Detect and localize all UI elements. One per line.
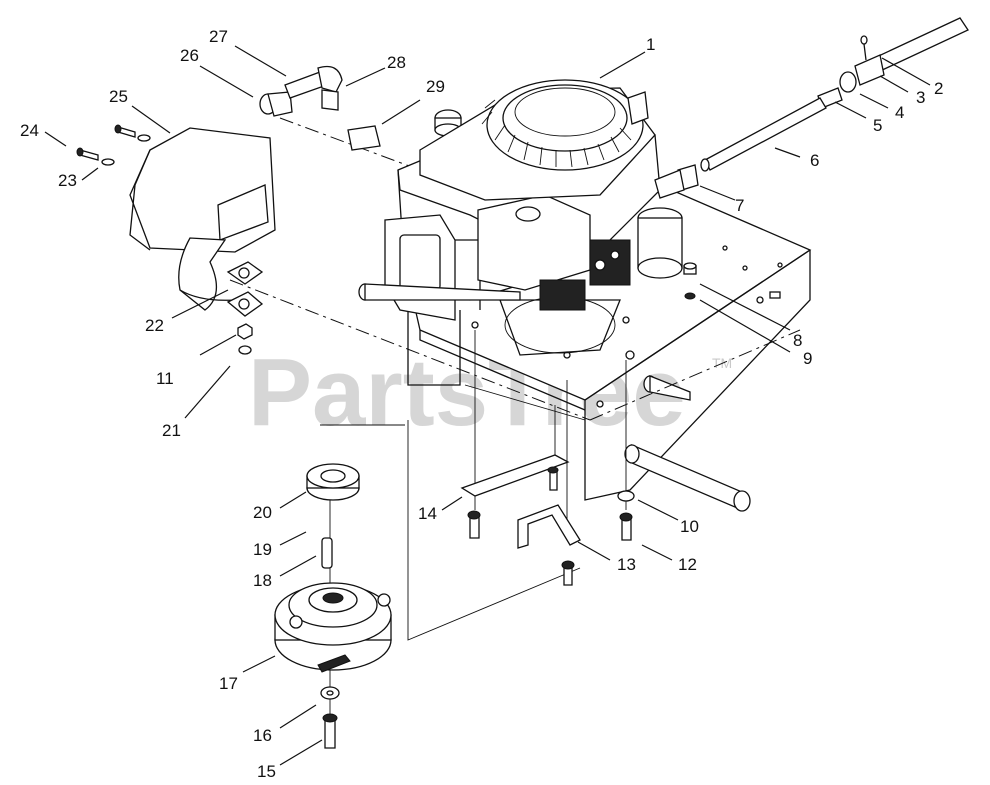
muffler xyxy=(129,127,276,311)
callout-7: 7 xyxy=(735,196,744,215)
callout-20: 20 xyxy=(253,503,272,522)
decal xyxy=(347,125,381,151)
callout-27: 27 xyxy=(209,27,228,46)
exhaust-gaskets xyxy=(226,261,264,317)
callout-17: 17 xyxy=(219,674,238,693)
callout-5: 5 xyxy=(873,116,882,135)
callout-24: 24 xyxy=(20,121,39,140)
callout-23: 23 xyxy=(58,171,77,190)
elbow-fitting xyxy=(259,65,343,117)
callout-4: 4 xyxy=(895,103,904,122)
muffler-nut xyxy=(237,323,253,355)
callout-19: 19 xyxy=(253,540,272,559)
callout-22: 22 xyxy=(145,316,164,335)
callout-3: 3 xyxy=(916,88,925,107)
callout-14: 14 xyxy=(418,504,437,523)
callout-15: 15 xyxy=(257,762,276,781)
leader-lines xyxy=(44,45,931,766)
deck-hardware xyxy=(617,262,697,541)
muffler-screws xyxy=(76,124,151,166)
bracket-13 xyxy=(517,504,581,586)
callout-13: 13 xyxy=(617,555,636,574)
callout-10: 10 xyxy=(680,517,699,536)
bracket-14 xyxy=(460,454,570,539)
callout-26: 26 xyxy=(180,46,199,65)
callout-8: 8 xyxy=(793,331,802,350)
fuel-line xyxy=(654,17,969,199)
callout-2: 2 xyxy=(934,79,943,98)
callout-labels: 1 2 3 4 5 6 7 8 9 10 11 12 13 14 15 16 1… xyxy=(20,27,943,781)
engine xyxy=(358,79,683,359)
callout-1: 1 xyxy=(646,35,655,54)
alignment-lines xyxy=(229,117,801,720)
callout-16: 16 xyxy=(253,726,272,745)
callout-6: 6 xyxy=(810,151,819,170)
callout-29: 29 xyxy=(426,77,445,96)
callout-12: 12 xyxy=(678,555,697,574)
callout-21: 21 xyxy=(162,421,181,440)
callout-18: 18 xyxy=(253,571,272,590)
callout-28: 28 xyxy=(387,53,406,72)
callout-11: 11 xyxy=(156,369,174,388)
callout-9: 9 xyxy=(803,349,812,368)
callout-25: 25 xyxy=(109,87,128,106)
clutch-assembly xyxy=(274,463,392,749)
